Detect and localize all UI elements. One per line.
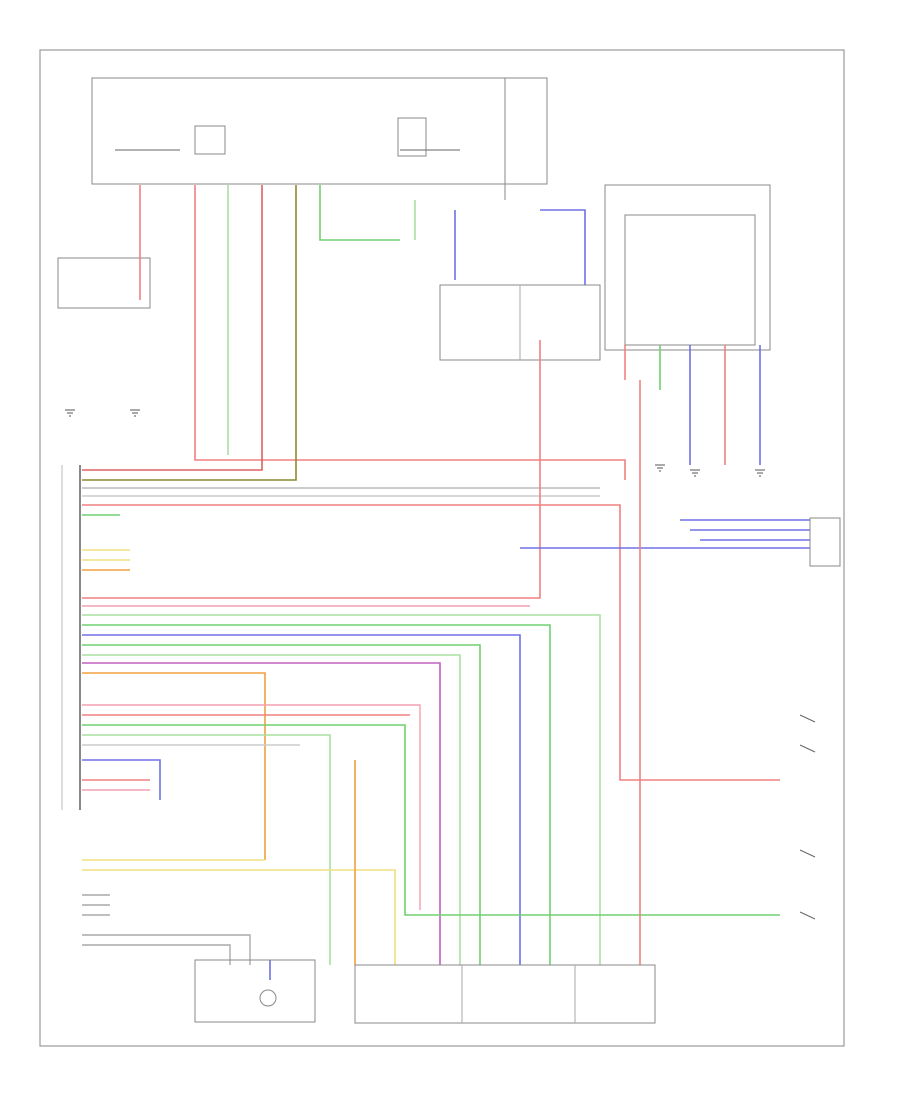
dimmer-relay-block	[439, 284, 601, 361]
left-connector-block	[57, 257, 151, 309]
ground-symbols	[65, 409, 765, 477]
wire-layer	[82, 185, 810, 980]
body-ecu-connector	[61, 465, 81, 810]
combination-switch-block	[354, 964, 656, 1024]
headlight-relay-box	[604, 184, 771, 351]
diagram-frame	[39, 49, 845, 1047]
fuse-relay-block	[91, 77, 548, 200]
combination-meter-block	[194, 959, 316, 1023]
door-switch-symbols	[799, 517, 841, 920]
